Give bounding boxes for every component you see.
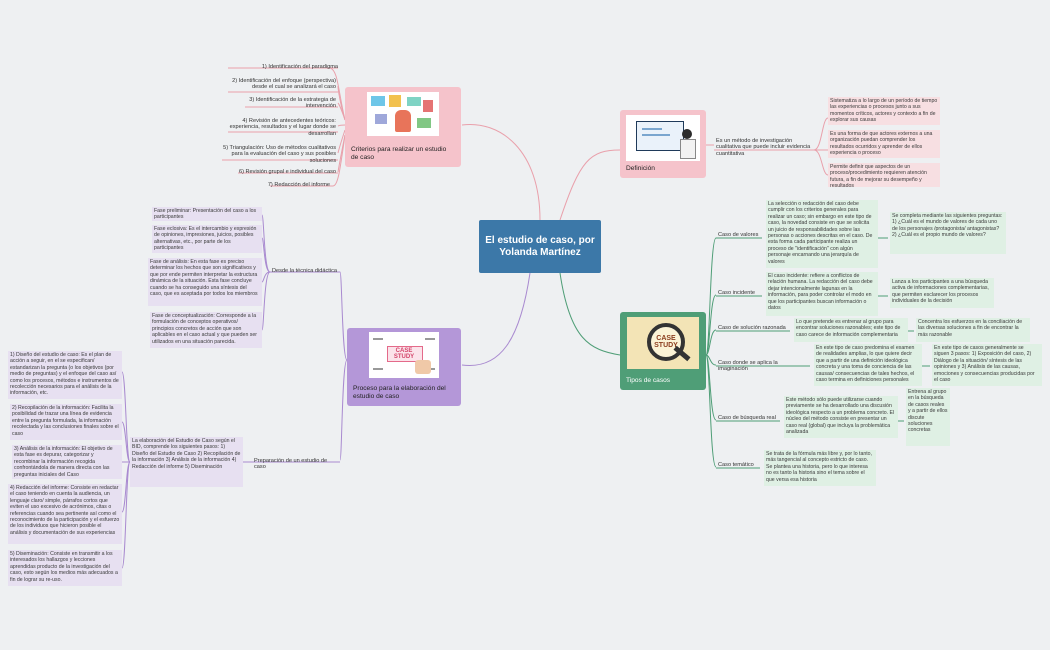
criterio-item-5[interactable]: 5) Triangulación: Uso de métodos cualita… xyxy=(223,145,336,164)
preparacion-paso-2[interactable]: 2) Recopilación de la información: Facil… xyxy=(10,404,122,440)
definicion-card[interactable]: Definición xyxy=(620,110,706,178)
tipos-card[interactable]: CASE STUDY Tipos de casos xyxy=(620,312,706,390)
definicion-main[interactable]: Es un método de investigación cualitativ… xyxy=(716,138,811,157)
criterio-item-4[interactable]: 4) Revisión de antecedentes teóricos: ex… xyxy=(229,118,336,137)
tipo-imaginacion[interactable]: Caso donde se aplica la imaginación xyxy=(718,360,778,373)
preparacion-summary[interactable]: La elaboración del Estudio de Caso según… xyxy=(130,437,243,487)
imaginacion-desc[interactable]: En este tipo de caso predomina el examen… xyxy=(814,344,922,386)
busqueda-extra[interactable]: Entrena al grupo en la búsqueda de casos… xyxy=(906,388,950,446)
proceso-card[interactable]: CASE STUDY Proceso para la elaboración d… xyxy=(347,328,461,406)
imaginacion-extra[interactable]: En este tipo de casos generalmente se si… xyxy=(932,344,1042,386)
criterios-illustration xyxy=(367,92,439,136)
tipo-incidente[interactable]: Caso incidente xyxy=(718,290,756,296)
criterio-item-6[interactable]: 6) Revisión grupal e individual del caso xyxy=(238,169,336,175)
root-title: El estudio de caso, por Yolanda Martínez xyxy=(485,234,595,258)
proceso-image-text: CASE STUDY xyxy=(393,348,415,360)
preparacion-paso-5[interactable]: 5) Diseminación: Consiste en transmitir … xyxy=(8,550,122,586)
razonado-extra[interactable]: Concentra los esfuerzos en la conciliaci… xyxy=(916,318,1030,342)
preparacion-paso-4[interactable]: 4) Redacción del informe: Consiste en re… xyxy=(8,484,122,544)
tipo-tematico[interactable]: Caso temático xyxy=(718,462,754,468)
tipo-valores[interactable]: Caso de valores xyxy=(718,232,759,238)
criterio-item-2[interactable]: 2) Identificación del enfoque (perspecti… xyxy=(232,78,336,91)
tecnica-fase-4[interactable]: Fase de conceptualización: Corresponde a… xyxy=(150,312,262,348)
definicion-illustration xyxy=(626,115,700,161)
definicion-title: Definición xyxy=(626,165,655,172)
criterio-item-1[interactable]: 1) Identificación del paradigma xyxy=(261,64,338,70)
root-topic[interactable]: El estudio de caso, por Yolanda Martínez xyxy=(479,220,601,273)
preparacion-paso-1[interactable]: 1) Diseño del estudio de caso: Es el pla… xyxy=(8,351,122,399)
tipos-image-text: CASE STUDY xyxy=(654,335,678,349)
definicion-detail-2[interactable]: Es una forma de que actores externos a u… xyxy=(828,130,940,158)
proceso-title: Proceso para la elaboración del estudio … xyxy=(353,385,446,400)
criterios-card[interactable]: Criterios para realizar un estudio de ca… xyxy=(345,87,461,167)
tecnica-fase-1[interactable]: Fase preliminar: Presentación del caso a… xyxy=(152,207,262,221)
valores-extra[interactable]: Se completa mediante las siguientes preg… xyxy=(890,212,1006,254)
tipo-razonado[interactable]: Caso de solución razonada xyxy=(718,325,786,331)
tipos-illustration: CASE STUDY xyxy=(627,317,699,369)
tipo-busqueda[interactable]: Caso de búsqueda real xyxy=(718,415,776,421)
criterio-item-3[interactable]: 3) Identificación de la estrategia de in… xyxy=(249,97,336,110)
incidente-extra[interactable]: Lanza a los participantes a una búsqueda… xyxy=(890,278,994,308)
tematico-desc[interactable]: Se trata de la fórmula más libre y, por … xyxy=(764,450,876,486)
razonado-desc[interactable]: Lo que pretende es entrenar al grupo par… xyxy=(794,318,908,342)
tipos-title: Tipos de casos xyxy=(626,377,671,384)
definicion-detail-3[interactable]: Permite definir que aspectos de un proce… xyxy=(828,163,940,187)
criterio-item-7[interactable]: 7) Redacción del informe xyxy=(267,182,330,188)
incidente-desc[interactable]: El caso incidente: refiere a conflictos … xyxy=(766,272,878,316)
preparacion-paso-3[interactable]: 3) Análisis de la información: El objeti… xyxy=(12,445,122,479)
busqueda-desc[interactable]: Este método sólo puede utilizarse cuando… xyxy=(784,396,898,438)
proceso-illustration: CASE STUDY xyxy=(369,332,439,378)
criterios-title: Criterios para realizar un estudio de ca… xyxy=(351,146,447,161)
definicion-detail-1[interactable]: Sistematiza a lo largo de un período de … xyxy=(828,97,940,125)
valores-desc[interactable]: La selección o redacción del caso debe c… xyxy=(766,200,878,268)
tecnica-label[interactable]: Desde la técnica didáctica xyxy=(272,268,337,274)
preparacion-label[interactable]: Preparación de un estudio de caso xyxy=(254,458,328,471)
tecnica-fase-2[interactable]: Fase eclosiva: Es el intercambio y expre… xyxy=(152,225,262,253)
tecnica-fase-3[interactable]: Fase de análisis: En esta fase es precis… xyxy=(148,258,262,306)
